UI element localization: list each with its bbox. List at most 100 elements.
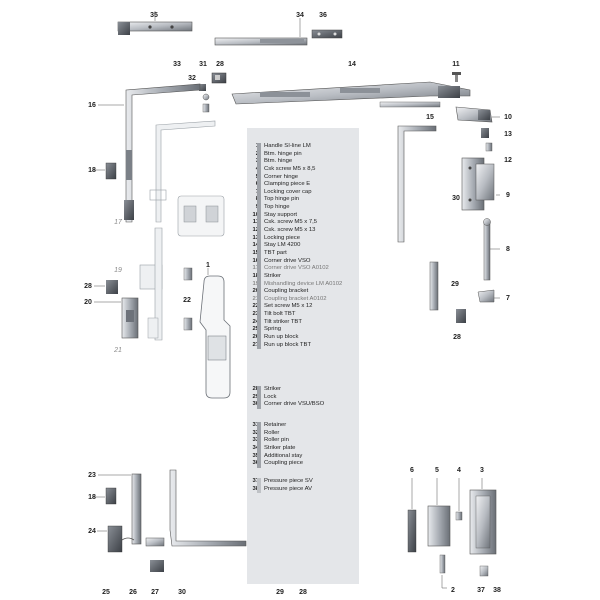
part-tbt-part xyxy=(379,101,441,108)
legend-item-name: Coupling bracket A0102 xyxy=(264,295,327,302)
legend-item-number: 16 xyxy=(252,257,259,264)
legend-item: 2Btm. hinge pin xyxy=(247,151,359,159)
legend-item-number: 12 xyxy=(252,227,259,234)
part-corner-drive-vsu xyxy=(169,125,437,547)
part-clamping-piece xyxy=(407,509,417,553)
legend-item: 21 Coupling bracket A0102 xyxy=(247,296,359,304)
callout-label: 14 xyxy=(348,61,356,68)
part-stay-support xyxy=(455,106,493,123)
callout-label: 28 xyxy=(453,334,461,341)
legend-item-name: Handle SI-line LM xyxy=(264,143,311,149)
callout-label: 35 xyxy=(150,12,158,19)
legend-item-name: Csk. screw M5 x 7,5 xyxy=(264,219,318,226)
legend-item: 30 Corner drive VSU/BSO xyxy=(247,401,359,409)
legend-item: 28 Striker xyxy=(247,386,359,394)
legend-item: 26 Run up block xyxy=(247,334,359,342)
legend-item-number: 17 xyxy=(252,265,259,272)
legend-item-name: Clamping piece E xyxy=(264,181,311,188)
callout-label: 30 xyxy=(178,589,186,596)
legend-item-name: Striker plate xyxy=(264,444,296,451)
legend-group-bar xyxy=(257,478,261,494)
legend-item: 4Csk screw M5 x 8,5 xyxy=(247,166,359,174)
legend-item-name: Striker xyxy=(264,386,282,392)
callout-label: 37 xyxy=(477,587,485,594)
legend-item-name: Btm. hinge xyxy=(264,158,293,165)
part-retainer-roller-group xyxy=(199,72,227,113)
legend-item-name: Run up block xyxy=(264,334,299,341)
legend-item-name: Btm. hinge pin xyxy=(264,150,302,157)
part-corner-hinge xyxy=(427,505,451,547)
legend-item: 34 Striker plate xyxy=(247,445,359,453)
legend-item-number: 13 xyxy=(252,234,259,241)
part-top-hinge xyxy=(461,157,495,211)
legend-item-name: Roller pin xyxy=(264,437,289,444)
legend-item-name: Corner drive VSO A0102 xyxy=(264,265,329,272)
legend-item-number: 35 xyxy=(252,452,259,459)
callout-label: 8 xyxy=(506,246,510,253)
callout-label: 28 xyxy=(84,283,92,290)
legend-item-name: Roller xyxy=(264,429,280,436)
legend-item-number: 34 xyxy=(252,444,259,451)
callout-label: 1 xyxy=(206,262,210,269)
callout-label: 3 xyxy=(480,467,484,474)
leader-lines xyxy=(92,104,500,589)
callout-label: 26 xyxy=(129,589,137,596)
legend-item-name: Corner hinge xyxy=(264,173,299,180)
legend-item-name: Corner drive VSU/BSO xyxy=(264,401,325,408)
legend-item-name: TBT part xyxy=(264,249,287,256)
legend-item-name: Locking piece xyxy=(264,234,301,241)
part-tilt-striker xyxy=(107,525,135,553)
legend-item-number: 26 xyxy=(252,334,259,341)
part-striker-plate xyxy=(214,18,308,46)
legend-item-name: Top hinge pin xyxy=(264,196,300,203)
legend-item-name: Set screw M5 x 12 xyxy=(264,303,313,310)
legend-item: 13 Locking piece xyxy=(247,235,359,243)
legend-item-number: 28 xyxy=(252,386,259,392)
part-coupling-bracket xyxy=(106,280,159,339)
legend-item-name: Striker xyxy=(264,272,282,279)
callout-label: 21 xyxy=(113,347,122,354)
legend-item-number: 30 xyxy=(252,401,259,408)
callout-label: 33 xyxy=(173,61,181,68)
legend-item: 17 Corner drive VSO A0102 xyxy=(247,265,359,273)
callout-label: 18 xyxy=(88,167,96,174)
callout-label: 7 xyxy=(506,295,510,302)
legend-item-number: 15 xyxy=(252,249,259,256)
legend-item-name: Tilt bolt TBT xyxy=(264,311,296,318)
callout-label: 38 xyxy=(493,587,501,594)
legend-item-name: Stay support xyxy=(264,211,298,218)
callout-label: 36 xyxy=(319,12,327,19)
legend-item: 1Handle SI-line LM xyxy=(247,143,359,151)
callout-label: 28 xyxy=(299,589,307,596)
callout-label: 5 xyxy=(435,467,439,474)
part-corner-drive-vso-a0102 xyxy=(149,120,216,223)
callout-label: 32 xyxy=(188,75,196,82)
legend-item-name: Tilt striker TBT xyxy=(264,318,302,325)
callout-label: 11 xyxy=(452,61,460,68)
part-coupling-piece xyxy=(311,29,343,39)
part-additional-stay xyxy=(117,11,193,35)
legend-item-number: 37 xyxy=(252,478,259,484)
callout-label: 23 xyxy=(88,472,96,479)
legend-item-name: Coupling bracket xyxy=(264,288,309,295)
part-mishandling-device xyxy=(139,195,225,341)
callout-label: 27 xyxy=(151,589,159,596)
legend-item-number: 19 xyxy=(252,280,259,287)
part-bottom-hinge xyxy=(469,489,497,555)
callout-label: 24 xyxy=(88,528,96,535)
callout-label: 2 xyxy=(451,587,455,594)
legend-item-number: 21 xyxy=(252,295,259,302)
legend-item-name: Csk screw M5 x 8,5 xyxy=(264,165,316,172)
part-btm-hinge-pin xyxy=(439,554,489,577)
callout-label: 25 xyxy=(102,589,110,596)
callout-label: 34 xyxy=(296,12,304,19)
callout-label: 13 xyxy=(504,131,512,138)
